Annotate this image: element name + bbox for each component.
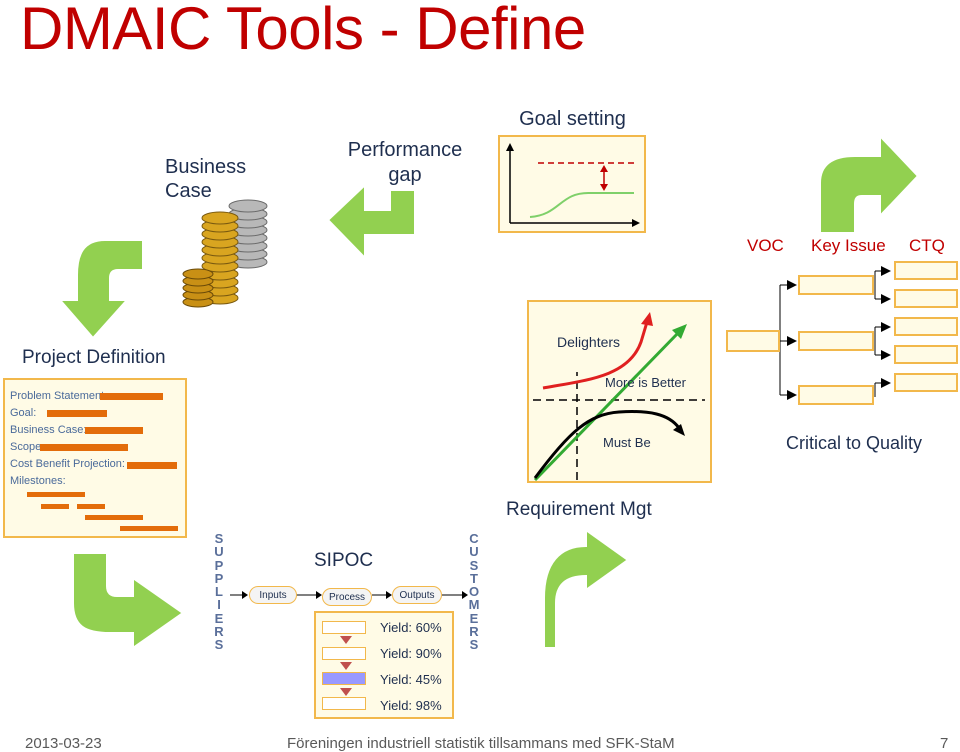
pd-field-scope: Scope: [10, 441, 45, 453]
performance-gap-label: Performance gap [347, 139, 463, 186]
critical-to-quality-label: Critical to Quality [786, 433, 923, 453]
pd-bar [27, 492, 85, 497]
yield-text: Yield: 45% [380, 672, 442, 687]
goal-setting-box [498, 135, 646, 233]
project-definition-heading: Project Definition [22, 347, 166, 368]
pd-bar [85, 515, 143, 520]
key-issue-label: Key Issue [811, 236, 886, 255]
right-curved-arrow-icon [72, 552, 185, 650]
yield-text: Yield: 90% [380, 646, 442, 661]
pd-field-business-case: Business Case: [10, 424, 87, 436]
more-is-better-label: More is Better [605, 375, 686, 390]
process-step-box-highlight [322, 672, 366, 685]
ctq-label: CTQ [909, 236, 945, 255]
sipoc-heading: SIPOC [314, 550, 374, 571]
must-be-label: Must Be [603, 435, 651, 450]
footer-organization: Föreningen industriell statistik tillsam… [287, 735, 675, 752]
pd-bar [41, 504, 69, 509]
voc-tree-diagram [726, 261, 958, 405]
outputs-pill: Outputs [392, 586, 442, 604]
process-pill: Process [322, 588, 372, 606]
pd-bar [47, 410, 107, 417]
pd-bar [100, 393, 163, 400]
pd-bar [127, 462, 177, 469]
pd-field-problem: Problem Statement: [10, 390, 108, 402]
process-step-box [322, 621, 366, 634]
slide-title: DMAIC Tools - Define [20, 0, 586, 62]
pd-bar [85, 427, 143, 434]
goal-setting-chart [506, 143, 640, 227]
project-definition-box: Problem Statement: Goal: Business Case: … [3, 378, 187, 538]
pd-bar [120, 526, 178, 531]
page-number: 7 [940, 735, 949, 752]
pd-field-milestones: Milestones: [10, 475, 66, 487]
yield-arrows [340, 636, 352, 696]
coin-stacks-icon [182, 199, 268, 308]
process-step-box [322, 647, 366, 660]
requirement-mgt-label: Requirement Mgt [506, 499, 652, 520]
footer-date: 2013-03-23 [25, 735, 102, 752]
up-curved-arrow-icon [543, 528, 628, 649]
sipoc-flow-arrows [230, 591, 468, 599]
pd-bar [40, 444, 128, 451]
process-yield-box: Yield: 60% Yield: 90% Yield: 45% Yield: … [314, 611, 454, 719]
goal-setting-label: Goal setting [519, 108, 626, 130]
pd-bar [77, 504, 105, 509]
process-step-box [322, 697, 366, 710]
left-arrow-icon [326, 182, 416, 261]
inputs-pill: Inputs [249, 586, 297, 604]
business-case-label: Business Case [165, 156, 247, 202]
yield-text: Yield: 60% [380, 620, 442, 635]
pd-field-goal: Goal: [10, 407, 37, 419]
down-curved-arrow-icon [57, 239, 144, 340]
kano-chart [533, 312, 705, 482]
curved-arrow-icon [819, 133, 920, 234]
pd-field-cost-benefit: Cost Benefit Projection: [10, 458, 125, 470]
kano-box: Delighters More is Better Must Be [527, 300, 712, 483]
delighters-label: Delighters [557, 334, 621, 350]
voc-label: VOC [747, 236, 784, 255]
yield-text: Yield: 98% [380, 698, 442, 713]
